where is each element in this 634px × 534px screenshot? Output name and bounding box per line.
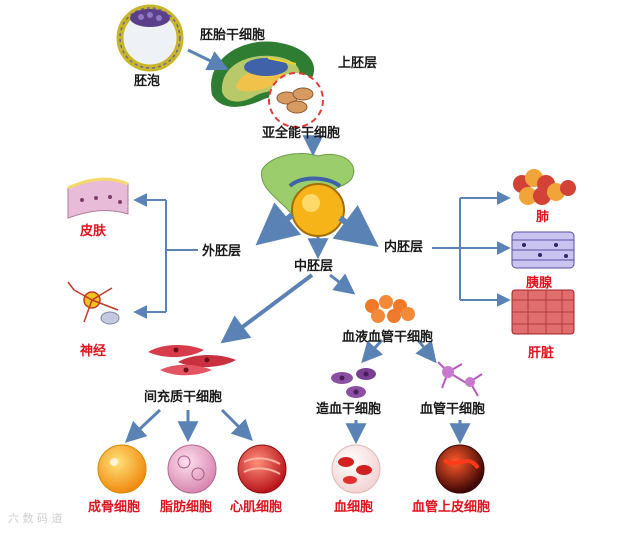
label-mesenchymal-stem-cell: 间充质干细胞 — [144, 390, 223, 405]
label-liver: 肝脏 — [528, 346, 555, 361]
label-mesoderm: 中胚层 — [294, 259, 334, 274]
watermark: 六 数 码 道 — [8, 512, 63, 525]
hematopoietic-cells — [331, 368, 376, 398]
osteoblast-illustration — [97, 444, 147, 494]
blood-cell-illustration — [331, 444, 381, 494]
label-skin: 皮肤 — [80, 224, 107, 239]
embryo-cross-section — [211, 41, 324, 128]
label-osteoblast: 成骨细胞 — [88, 500, 141, 515]
pancreas-illustration — [511, 231, 575, 269]
label-adipocyte: 脂肪细胞 — [160, 500, 213, 515]
label-epiblast: 上胚层 — [338, 56, 378, 71]
label-hemangioblast: 血液血管干细胞 — [342, 330, 434, 345]
blastocyst-illustration — [116, 4, 184, 72]
flow-arrows — [124, 48, 511, 445]
nerve-illustration — [67, 281, 120, 325]
label-blastocyst: 胚泡 — [134, 74, 161, 89]
skin-illustration — [67, 177, 129, 219]
label-endothelial-cell: 血管上皮细胞 — [412, 500, 491, 515]
label-lung: 肺 — [536, 210, 550, 225]
lung-illustration — [513, 169, 576, 205]
label-cardiomyocyte: 心肌细胞 — [230, 500, 283, 515]
adipocyte-illustration — [167, 444, 217, 494]
label-endoderm: 内胚层 — [384, 240, 424, 255]
label-pluripotent-stem-cell: 亚全能干细胞 — [262, 126, 341, 141]
label-nerve: 神经 — [80, 344, 107, 359]
label-hematopoietic-stem-cell: 造血干细胞 — [316, 402, 382, 417]
label-pancreas: 胰腺 — [526, 276, 553, 291]
label-vascular-stem-cell: 血管干细胞 — [420, 402, 486, 417]
pluripotent-cell-cluster — [261, 153, 355, 237]
liver-illustration — [511, 289, 575, 335]
label-ectoderm: 外胚层 — [202, 244, 242, 259]
endothelial-cell-illustration — [435, 444, 485, 494]
label-embryonic-stem-cell: 胚胎干细胞 — [200, 28, 266, 43]
mesenchymal-cells — [148, 345, 236, 376]
hemangioblast-cells — [365, 295, 415, 323]
vascular-stem-cells — [437, 361, 483, 397]
cardiomyocyte-illustration — [237, 444, 287, 494]
label-blood-cell: 血细胞 — [334, 500, 374, 515]
